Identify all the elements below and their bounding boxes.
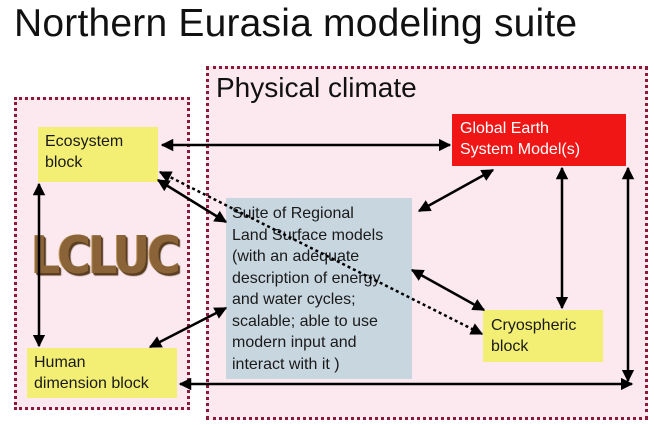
human-dimension-block-line: dimension block	[34, 375, 149, 392]
arrow-suite-gesm	[417, 168, 495, 213]
global-earth-system-model-block: Global Earth System Model(s)	[452, 114, 626, 166]
human-dimension-block-line: Human	[34, 354, 86, 371]
suite-block-line: interact with it )	[232, 355, 340, 373]
arrow-suite-cryo	[410, 268, 486, 312]
arrow-ecosystem-cryo-dotted	[158, 170, 484, 336]
page-title: Northern Eurasia modeling suite	[14, 2, 578, 45]
suite-block-line: modern input and	[232, 334, 357, 351]
arrow-human-suite	[148, 306, 228, 349]
cryospheric-block-line: block	[491, 338, 529, 355]
ecosystem-block-line: block	[45, 154, 83, 171]
human-dimension-block: Human dimension block	[27, 348, 177, 398]
ecosystem-block: Ecosystem block	[38, 127, 158, 182]
physical-climate-label: Physical climate	[216, 72, 417, 103]
lcluc-logo: LCLUC	[31, 225, 181, 286]
gesm-block-line: System Model(s)	[460, 141, 581, 158]
cryospheric-block-line: Cryospheric	[491, 317, 577, 334]
gesm-block-line: Global Earth	[460, 120, 549, 137]
cryospheric-block: Cryospheric block	[483, 310, 603, 362]
ecosystem-block-line: Ecosystem	[45, 133, 124, 150]
